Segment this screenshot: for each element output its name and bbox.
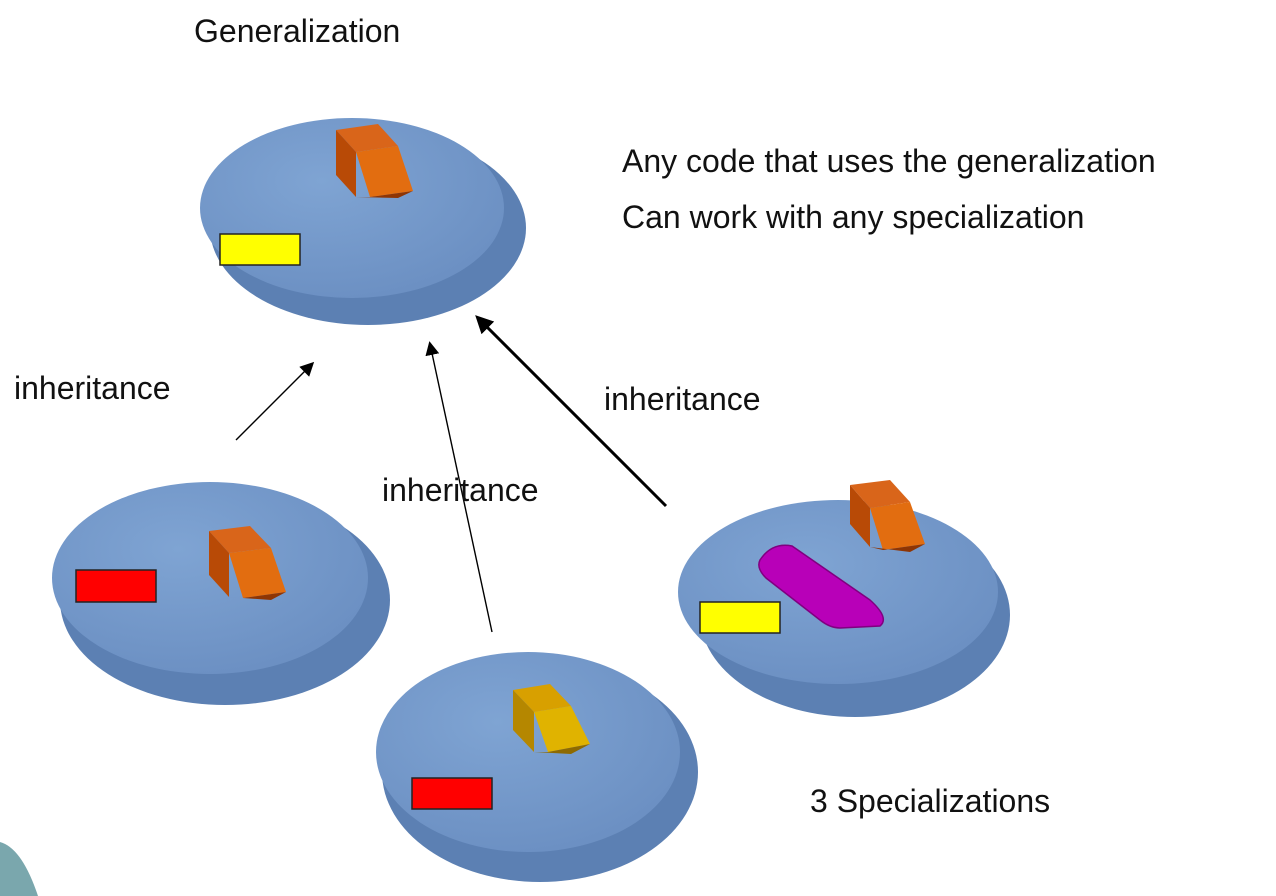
red-rectangle (411, 777, 493, 810)
inheritance-arrow-left (235, 361, 315, 441)
specializations-label: 3 Specializations (810, 783, 1050, 819)
inheritance-label-right: inheritance (604, 381, 761, 417)
brown-box-icon (336, 124, 413, 198)
yellow-rectangle (219, 233, 301, 266)
yellow-rectangle (699, 601, 781, 634)
inheritance-label-middle: inheritance (382, 472, 539, 508)
inheritance-label-left: inheritance (14, 370, 171, 406)
specialization-disk-left (52, 482, 390, 705)
corner-accent-shape (0, 842, 38, 896)
inheritance-arrow-right (475, 315, 668, 508)
specialization-disk-middle (376, 652, 698, 882)
specialization-disk-right (678, 480, 1010, 717)
diagram-title: Generalization (194, 13, 400, 49)
disk-top (376, 652, 680, 852)
inheritance-arrow-middle (425, 341, 493, 633)
disk-top (52, 482, 368, 674)
generalization-disk (200, 118, 526, 325)
note-line-1: Any code that uses the generalization (622, 143, 1156, 179)
red-rectangle (75, 569, 157, 603)
magenta-blob-icon (758, 544, 885, 629)
note-line-2: Can work with any specialization (622, 199, 1084, 235)
brown-box-icon (209, 526, 286, 600)
brown-box-icon (850, 480, 925, 552)
gold-box-icon (513, 684, 590, 754)
